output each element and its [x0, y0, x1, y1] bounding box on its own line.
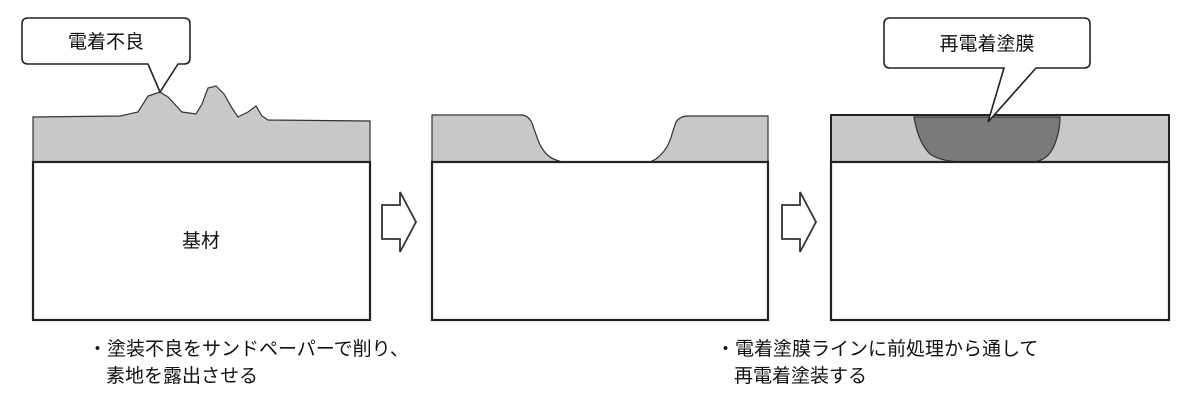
- note-sanding-line1: ・塗装不良をサンドペーパーで削り、: [88, 338, 409, 360]
- note-sanding: ・塗装不良をサンドペーパーで削り、 素地を露出させる: [88, 336, 409, 390]
- arrow-right-icon: [781, 191, 818, 253]
- substrate-block-recoated: [829, 160, 1171, 322]
- substrate-block: [31, 160, 372, 322]
- coating-right-sanded: [649, 115, 769, 163]
- callout-recoat: [883, 17, 1091, 123]
- note-sanding-line2: 素地を露出させる: [106, 365, 259, 387]
- panel-defect: 基材 電着不良: [21, 17, 372, 322]
- note-recoating-line1: ・電着塗膜ラインに前処理から通して: [716, 338, 1039, 360]
- note-recoating: ・電着塗膜ラインに前処理から通して 再電着塗装する: [716, 336, 1038, 390]
- callout-defect-text: 電着不良: [68, 31, 144, 53]
- substrate-label: 基材: [182, 230, 220, 252]
- recoat-film-region: [913, 116, 1061, 163]
- callout-recoat-text: 再電着塗膜: [939, 32, 1034, 55]
- coating-layer-defect: [32, 85, 371, 163]
- coating-left-sanded: [431, 114, 563, 163]
- note-recoating-line2: 再電着塗装する: [734, 365, 868, 387]
- callout-defect: [21, 17, 191, 94]
- panel-recoated: 再電着塗膜: [829, 17, 1171, 322]
- panel-sanded: [430, 114, 770, 322]
- arrow-right-icon: [381, 191, 418, 253]
- substrate-block-sanded: [430, 160, 770, 322]
